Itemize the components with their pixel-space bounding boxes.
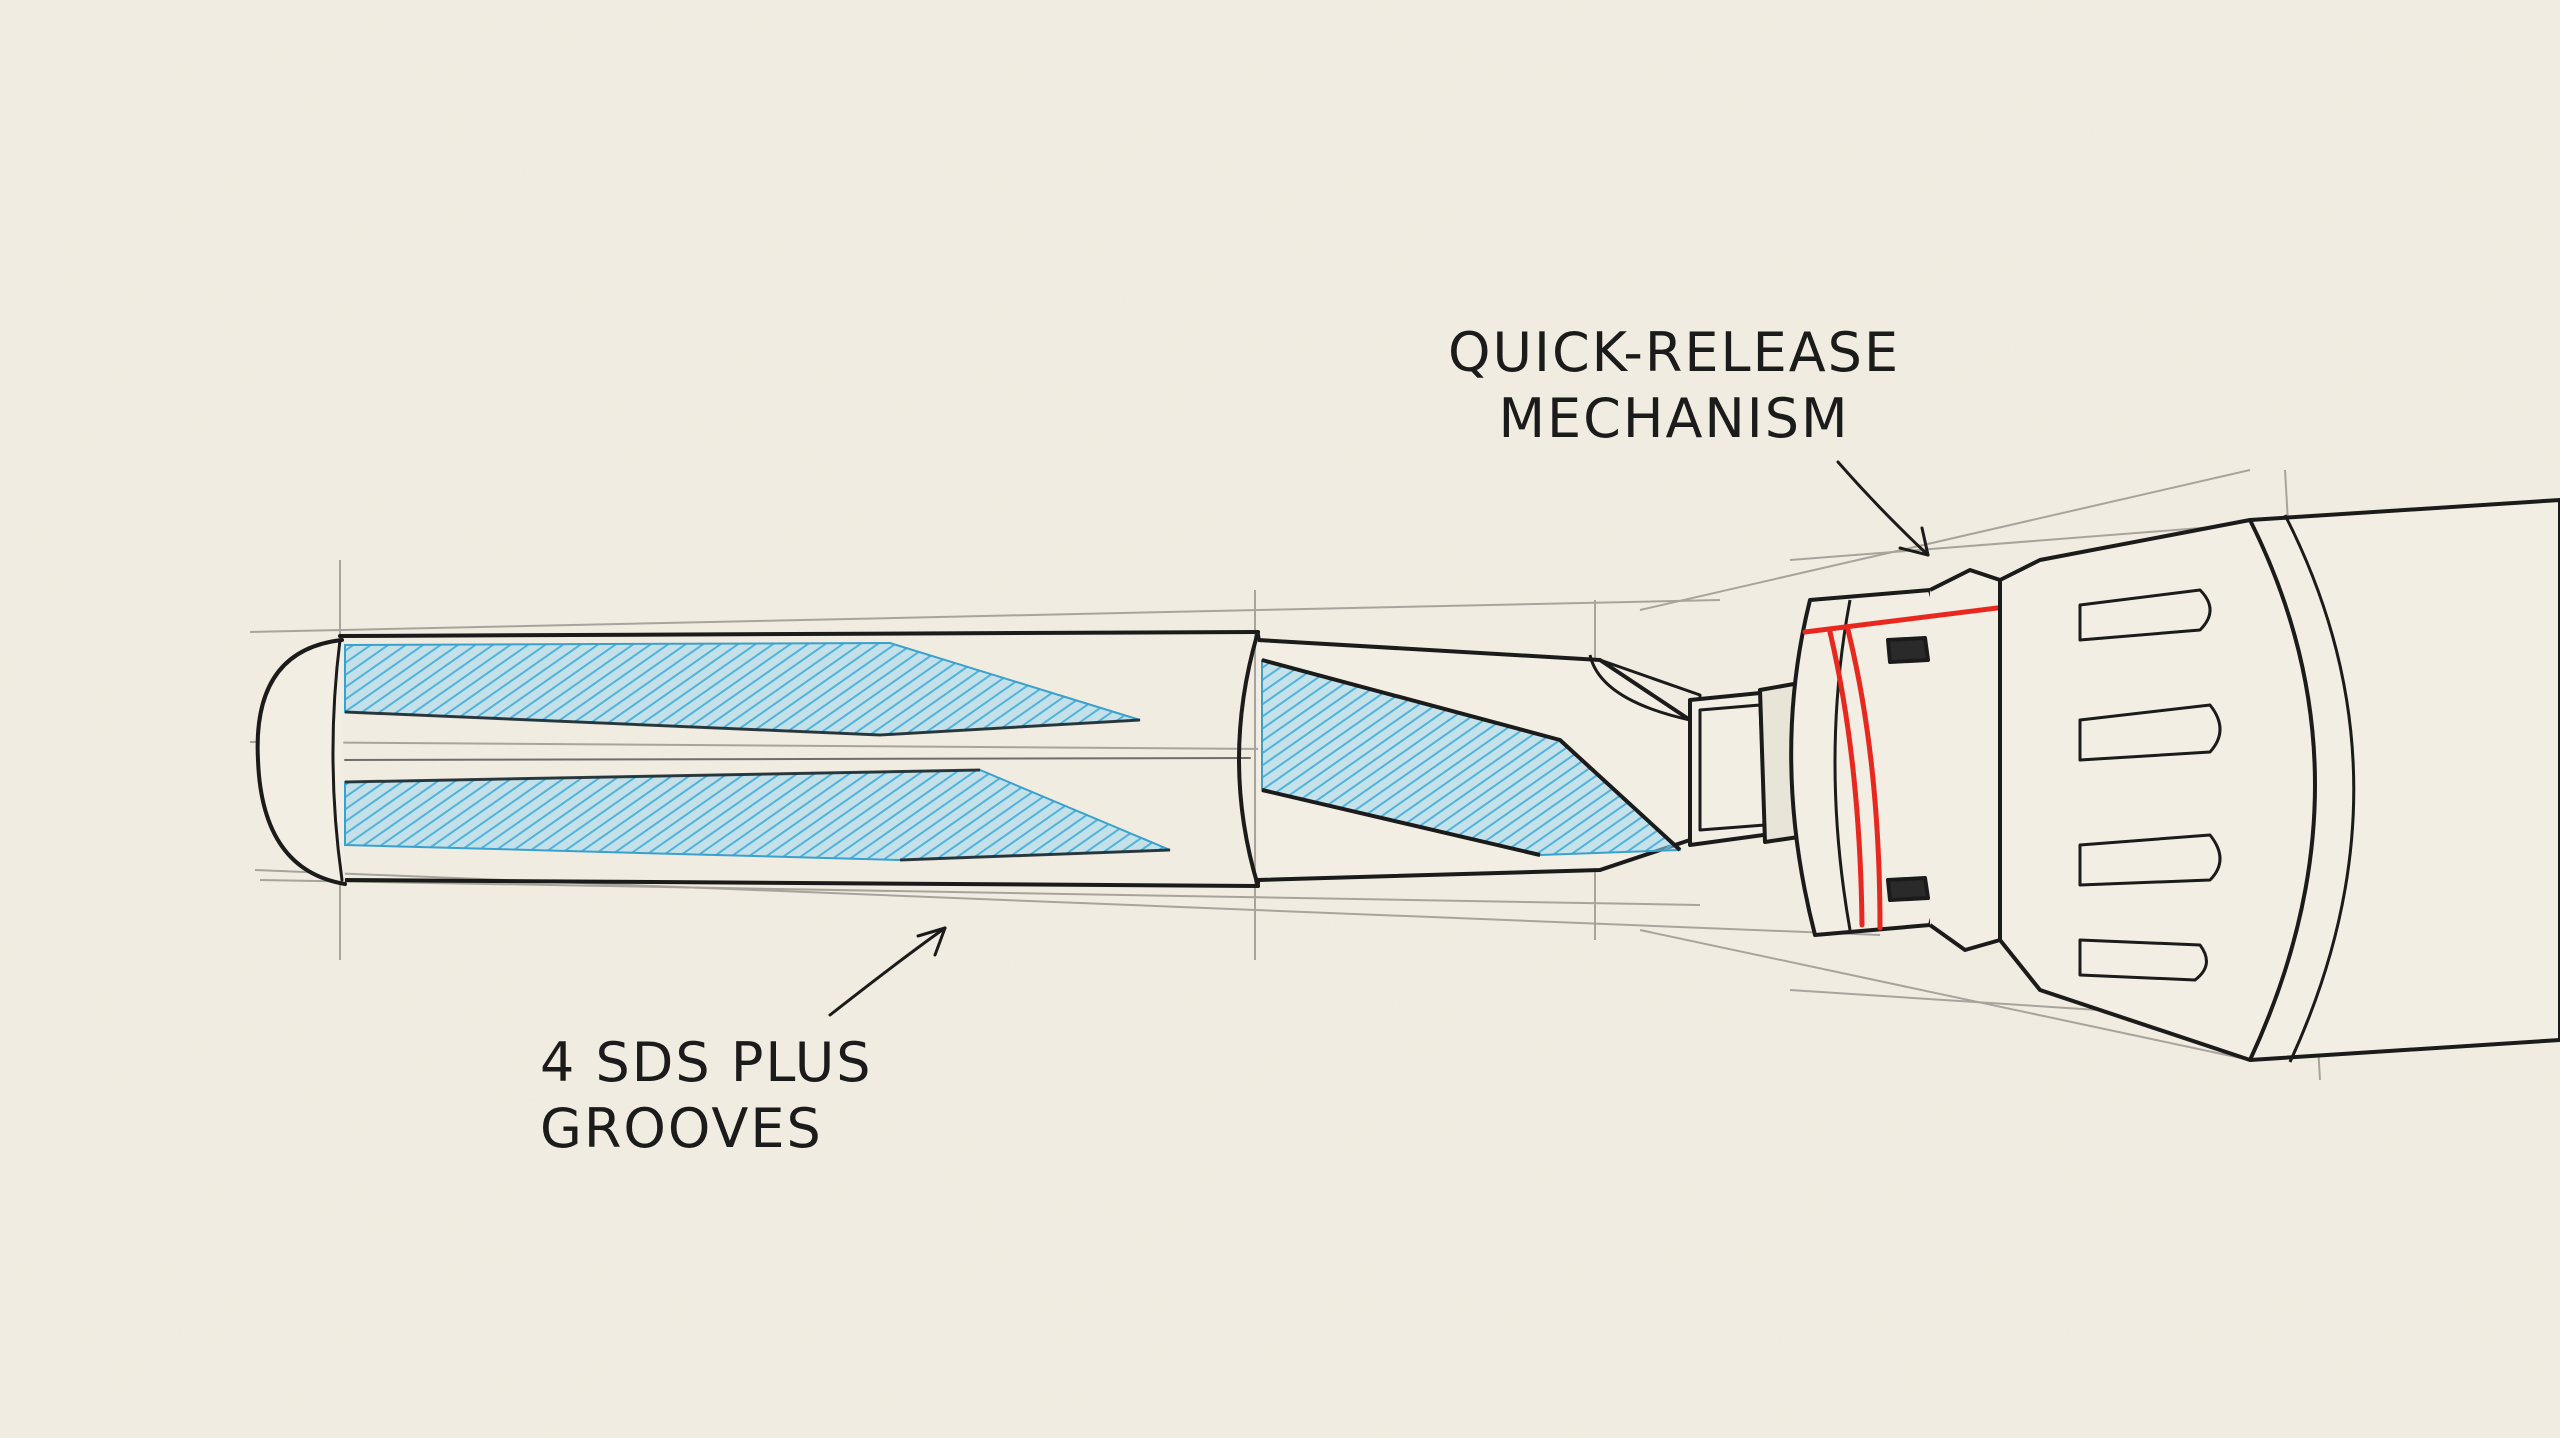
quick-release-annotation-line2: MECHANISM <box>1498 387 1850 450</box>
quick-release-ring <box>1789 568 2002 952</box>
groove-lines <box>344 710 1171 862</box>
grooves-annotation-line2: GROOVES <box>540 1097 823 1160</box>
quick-release-annotation: QUICK-RELEASE MECHANISM <box>1448 320 1900 452</box>
grooves-annotation-line1: 4 SDS PLUS <box>540 1031 873 1094</box>
sds-shank <box>255 630 1260 888</box>
flute-section <box>1257 638 1702 882</box>
grooves-annotation: 4 SDS PLUS GROOVES <box>540 1030 873 1162</box>
chuck-body <box>1998 498 2560 1063</box>
arrow-quick-release <box>1836 460 1930 557</box>
sds-grooves <box>344 641 1171 862</box>
arrow-grooves <box>828 926 947 1017</box>
quick-release-annotation-line1: QUICK-RELEASE <box>1448 321 1901 384</box>
